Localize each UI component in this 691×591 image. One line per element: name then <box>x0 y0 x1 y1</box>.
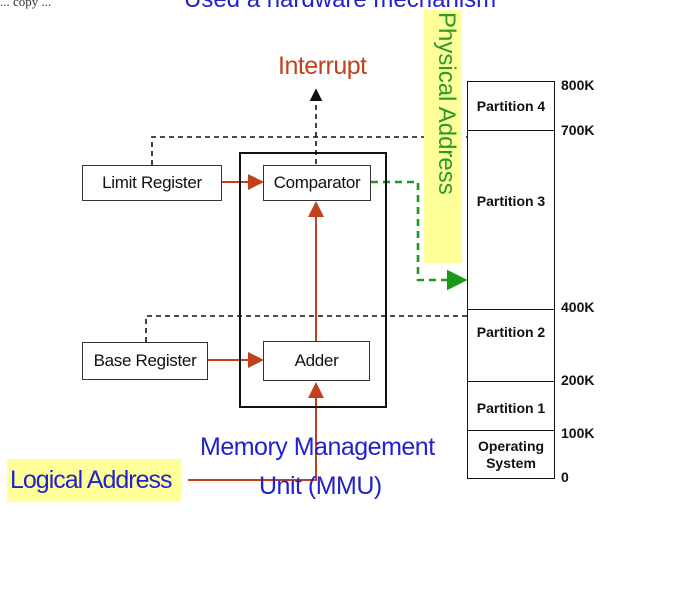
mmu-label-line1: Memory Management <box>200 433 435 461</box>
logical-to-adder-arrow <box>188 382 324 481</box>
partition-divider-200k <box>467 381 555 382</box>
partition-3: Partition 3 <box>476 192 546 209</box>
address-800k: 800K <box>561 77 595 93</box>
physical-address-label: Physical Address <box>424 10 462 263</box>
address-400k: 400K <box>561 299 595 315</box>
partition-divider-700k <box>467 130 555 131</box>
logical-address-label: Logical Address <box>7 459 181 502</box>
partition-divider-100k <box>467 430 555 431</box>
interrupt-label: Interrupt <box>278 52 367 80</box>
memory-column <box>467 81 555 479</box>
mmu-box <box>239 152 387 408</box>
partition-2: Partition 2 <box>476 324 546 340</box>
mmu-label-line2: Unit (MMU) <box>259 472 382 500</box>
physical-address-text: Physical Address <box>433 12 460 195</box>
address-0: 0 <box>561 469 569 485</box>
physical-address-arrow <box>371 180 468 291</box>
header-fragment: ... copy ... <box>0 0 52 9</box>
address-100k: 100K <box>561 425 595 441</box>
limit-dashed-line <box>151 136 467 165</box>
limit-register-box: Limit Register <box>82 165 222 201</box>
os-label-line1: Operating <box>477 437 545 454</box>
address-200k: 200K <box>561 372 595 388</box>
base-register-box: Base Register <box>82 342 208 380</box>
operating-system-partition: Operating System <box>467 431 555 478</box>
partition-4: Partition 4 <box>476 97 546 114</box>
partition-1: Partition 1 <box>476 399 546 416</box>
comparator-box: Comparator <box>263 165 371 201</box>
adder-box: Adder <box>263 341 370 381</box>
partition-divider-400k <box>467 309 555 310</box>
top-cut-title: Used a hardware mechanism <box>184 0 496 14</box>
address-700k: 700K <box>561 122 595 138</box>
os-label-line2: System <box>486 454 536 471</box>
